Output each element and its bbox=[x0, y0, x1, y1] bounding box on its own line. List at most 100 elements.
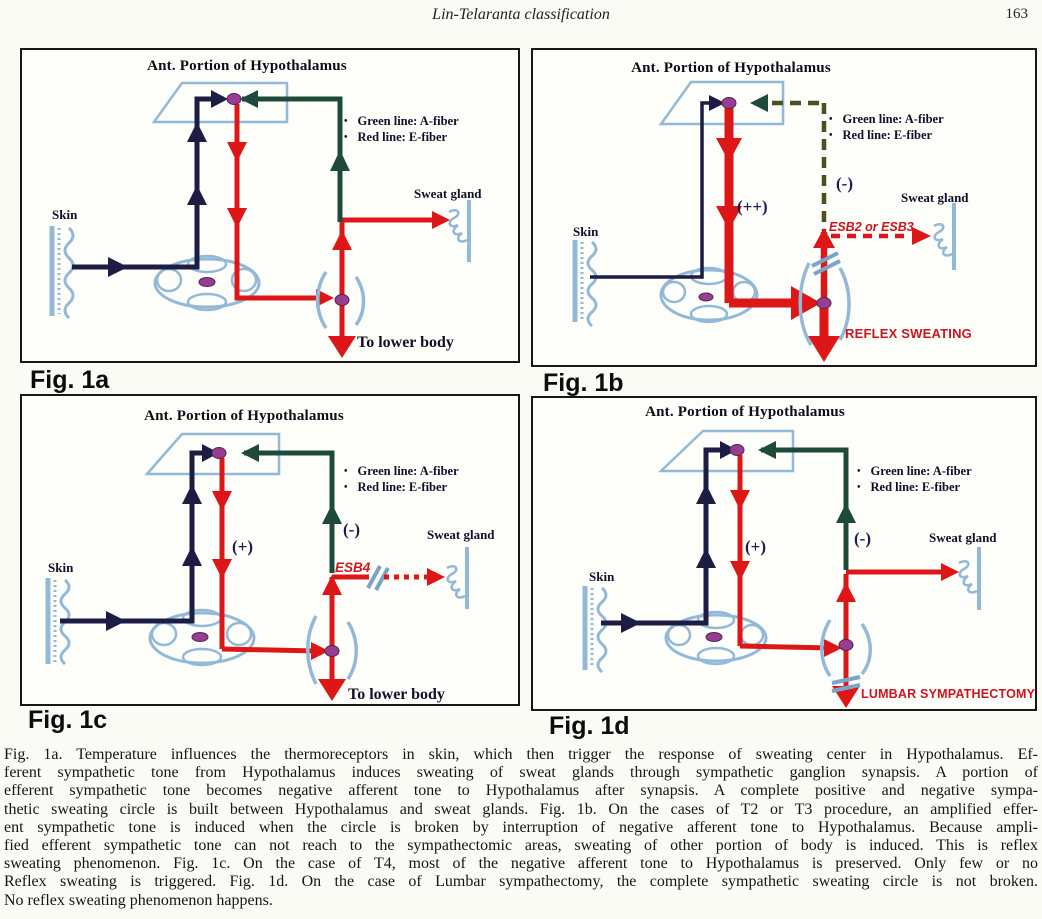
legend-label: Green line: A-fiber bbox=[357, 464, 459, 478]
skin-label: Skin bbox=[52, 207, 78, 222]
caption-line: Fig. 1a. Temperature influences the ther… bbox=[4, 746, 1038, 763]
hypothalamus-neuron-dot bbox=[721, 97, 737, 109]
ganglion-icon bbox=[315, 271, 366, 329]
afferent-navy-path bbox=[601, 441, 737, 633]
skin-icon bbox=[572, 240, 598, 328]
positive-sign: (+) bbox=[745, 537, 767, 556]
to-lower-body-label: To lower body bbox=[348, 686, 445, 703]
ganglion-icon bbox=[306, 615, 358, 685]
diagram-1b bbox=[572, 80, 956, 362]
to-lower-body-label: To lower body bbox=[357, 334, 454, 351]
efferent-red-path bbox=[730, 455, 959, 708]
positive-sign: (+) bbox=[232, 537, 254, 556]
lumbar-sympathectomy-label: LUMBAR SYMPATHECTOMY bbox=[861, 687, 1036, 701]
legend-item-green: • Green line: A-fiber bbox=[344, 464, 459, 480]
figure-label-1a: Fig. 1a bbox=[30, 366, 110, 394]
sweat-gland-label: Sweat gland bbox=[414, 186, 482, 201]
legend-item-red: •Red line: E-fiber bbox=[344, 480, 459, 496]
page-header-title: Lin-Telaranta classification bbox=[432, 6, 610, 23]
dotted-red-to-gland bbox=[384, 568, 445, 586]
panel-title: Ant. Portion of Hypothalamus bbox=[144, 408, 344, 424]
negative-sign: (-) bbox=[343, 520, 360, 539]
esb-label: ESB2 or ESB3 bbox=[829, 220, 914, 234]
figure-panel-1b: Ant. Portion of Hypothalamus •Green line… bbox=[531, 48, 1037, 367]
caption-line: ferent sympathetic tone from Hypothalamu… bbox=[4, 764, 1038, 782]
afferent-navy-path bbox=[72, 90, 228, 277]
sweat-gland-label: Sweat gland bbox=[929, 530, 997, 545]
legend: •Green line: A-fiber •Red line: E-fiber bbox=[857, 464, 972, 495]
reflex-sweating-label: REFLEX SWEATING bbox=[845, 326, 972, 341]
hypothalamus-neuron-dot bbox=[226, 93, 242, 105]
ganglion-icon bbox=[798, 262, 851, 346]
negative-sign: (-) bbox=[854, 529, 871, 548]
skin-label: Skin bbox=[589, 569, 615, 584]
diagram-1a bbox=[49, 81, 471, 358]
blocked-efferent-up-arrow bbox=[813, 228, 835, 298]
legend-item-green: • Green line: A-fiber bbox=[829, 112, 944, 128]
hypothalamus-neuron-dot bbox=[729, 444, 745, 456]
amplified-sign: (++) bbox=[737, 197, 768, 216]
hypothalamus-shape bbox=[658, 80, 785, 126]
dashed-red-to-gland bbox=[831, 227, 931, 245]
caption-line: No reflex sweating phenomenon happens. bbox=[4, 891, 273, 909]
legend: •Green line: A-fiber •Red line: E-fiber bbox=[344, 114, 459, 145]
legend-label: Red line: E-fiber bbox=[357, 479, 448, 494]
legend: • Green line: A-fiber •Red line: E-fiber bbox=[344, 464, 459, 495]
legend-item-red: •Red line: E-fiber bbox=[857, 480, 972, 496]
negative-sign: (-) bbox=[836, 174, 853, 193]
caption-line: Reflex sweating is triggered. Fig. 1d. O… bbox=[4, 873, 1038, 891]
caption-line: fied efferent sympathetic tone can not r… bbox=[4, 837, 1038, 855]
hypothalamus-shape bbox=[151, 81, 289, 124]
figure-panel-1a: Ant. Portion of Hypothalamus •Green line… bbox=[20, 48, 520, 363]
sweat-gland-icon bbox=[446, 547, 469, 609]
bullet-icon: • bbox=[344, 466, 348, 477]
afferent-navy-path bbox=[590, 95, 725, 279]
esb-label: ESB4 bbox=[335, 560, 371, 575]
sweat-gland-label: Sweat gland bbox=[901, 190, 969, 205]
skin-icon bbox=[49, 226, 75, 320]
legend-label: Green line: A-fiber bbox=[842, 112, 944, 126]
sweat-gland-icon bbox=[958, 547, 981, 610]
interrupted-a-fiber-dashed-path bbox=[750, 94, 827, 240]
interruption-slash-icon bbox=[811, 251, 841, 276]
bullet-icon: • bbox=[829, 114, 833, 125]
hypothalamus-neuron-dot bbox=[211, 447, 227, 459]
efferent-red-path bbox=[212, 458, 369, 701]
a-fiber-green-path bbox=[240, 90, 350, 222]
skin-label: Skin bbox=[48, 560, 74, 575]
caption-line: sweating phenomenon. Fig. 1c. On the cas… bbox=[4, 855, 1038, 873]
efferent-red-path bbox=[227, 104, 450, 358]
sweat-gland-icon bbox=[448, 200, 471, 262]
hypothalamus-shape bbox=[657, 429, 795, 473]
figure-label-1b: Fig. 1b bbox=[543, 369, 624, 397]
bullet-icon: • bbox=[857, 481, 861, 493]
interruption-slash-icon bbox=[831, 675, 861, 693]
spinal-cord-icon bbox=[664, 610, 768, 666]
bullet-icon: • bbox=[344, 131, 348, 143]
interruption-slash-icon bbox=[366, 565, 390, 591]
afferent-navy-path bbox=[60, 444, 219, 631]
figure-caption: Fig. 1a. Temperature influences the ther… bbox=[4, 746, 1038, 910]
legend-item-red: •Red line: E-fiber bbox=[829, 128, 944, 144]
figure-label-1c: Fig. 1c bbox=[28, 706, 108, 734]
bullet-icon: • bbox=[344, 116, 348, 127]
ganglion-icon bbox=[820, 619, 872, 677]
diagram-1c bbox=[45, 432, 469, 701]
bullet-icon: • bbox=[857, 466, 861, 477]
amplified-efferent-red-path bbox=[716, 108, 840, 362]
sweat-gland-label: Sweat gland bbox=[427, 527, 495, 542]
panel-title: Ant. Portion of Hypothalamus bbox=[645, 404, 845, 420]
skin-label: Skin bbox=[573, 224, 599, 239]
legend-label: Red line: E-fiber bbox=[842, 127, 933, 142]
caption-line: efferent sympathetic tone becomes negati… bbox=[4, 782, 1038, 800]
diagram-1d bbox=[582, 429, 981, 708]
sweat-gland-icon bbox=[933, 203, 956, 270]
legend-item-green: •Green line: A-fiber bbox=[857, 464, 972, 480]
caption-line: thetic sweating circle is built between … bbox=[4, 800, 1038, 818]
skin-icon bbox=[582, 586, 608, 674]
figure-panel-1c: Ant. Portion of Hypothalamus • Green line… bbox=[20, 394, 520, 706]
spinal-cord-icon bbox=[153, 254, 261, 312]
legend: • Green line: A-fiber •Red line: E-fiber bbox=[829, 112, 944, 143]
figure-panel-1d: Ant. Portion of Hypothalamus •Green line… bbox=[531, 396, 1037, 711]
